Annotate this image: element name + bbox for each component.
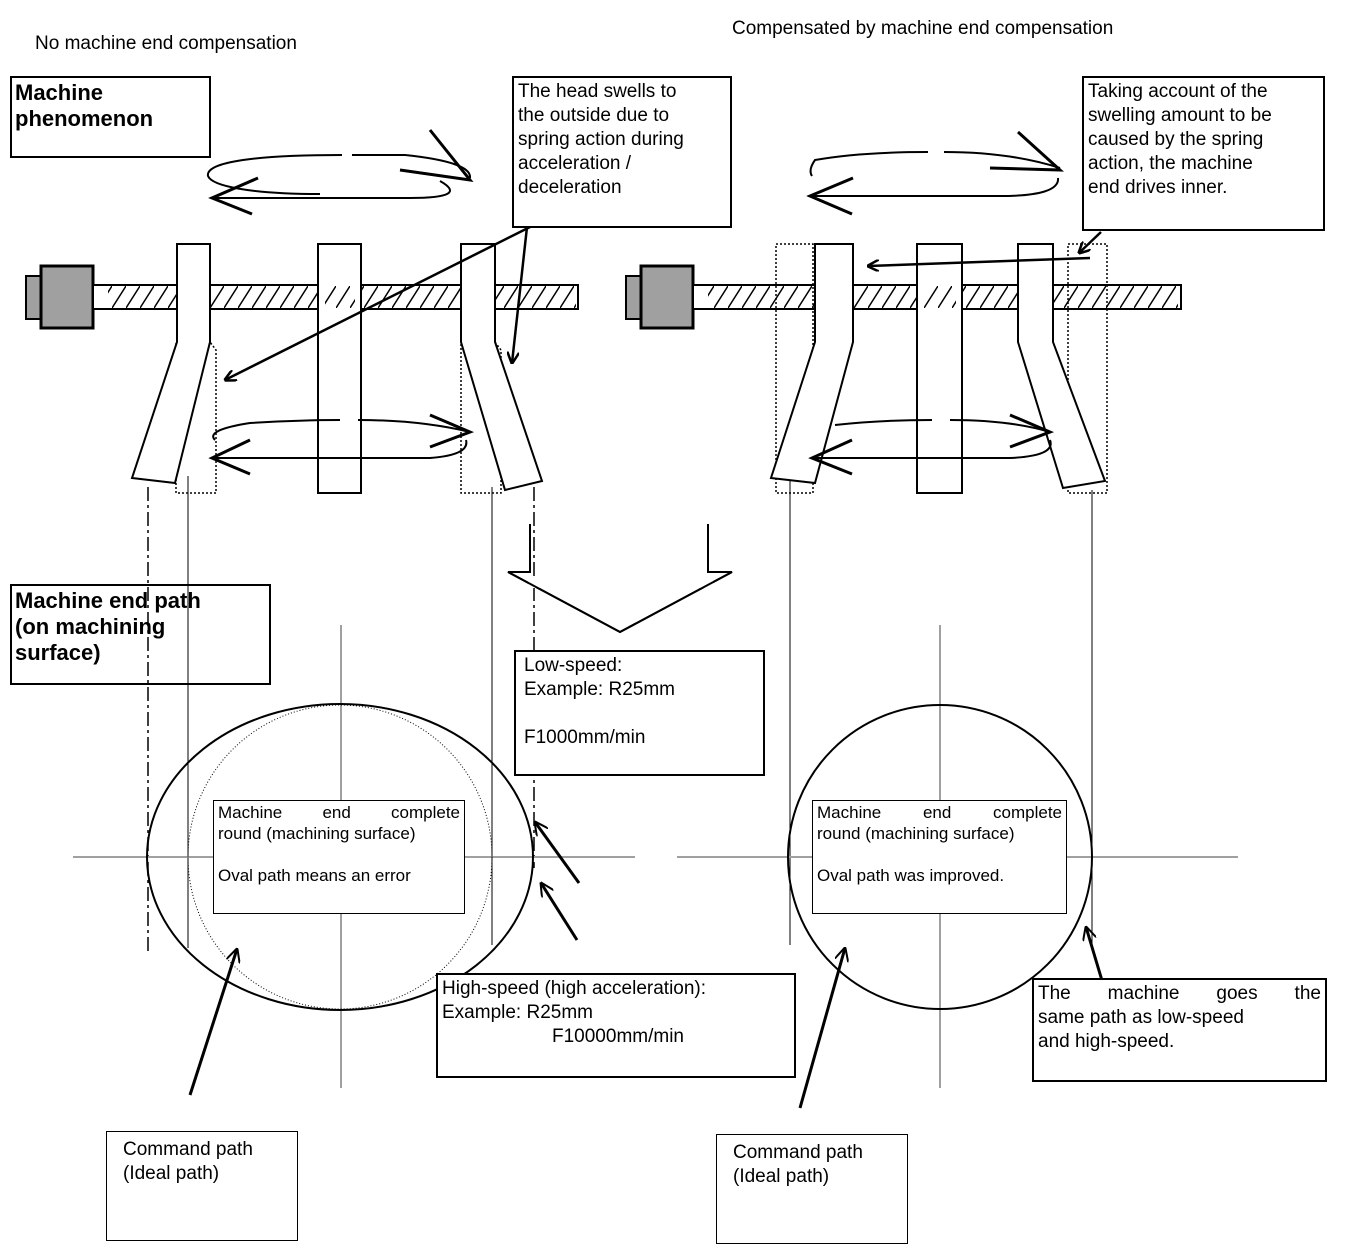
callout-line: F1000mm/min (524, 727, 646, 748)
head-icon (769, 243, 854, 485)
callout-line: round (machining surface) (817, 824, 1015, 843)
callout-line: caused by the spring (1088, 129, 1264, 150)
rotation-arrow-top (207, 154, 343, 195)
head-icon (130, 243, 211, 485)
label-line: surface) (15, 640, 101, 665)
word: end (322, 803, 351, 822)
head-icon (317, 243, 362, 494)
word: complete (993, 803, 1062, 822)
left-assembly (25, 129, 579, 952)
callout-line: round (machining surface) (218, 824, 416, 843)
callout-line: Command path (123, 1139, 253, 1160)
callout-line: The machine goes the (1038, 982, 1321, 1006)
left-round-callout: Machine end complete round (machining surf… (213, 800, 465, 914)
callout-line: High-speed (high acceleration): (442, 978, 707, 999)
motor-icon (639, 264, 695, 330)
callout-line (524, 702, 755, 726)
callout-line: spring action during (518, 129, 684, 150)
callout-line: end drives inner. (1088, 177, 1228, 198)
motor-icon (39, 264, 95, 330)
callout-line: Example: R25mm (442, 1002, 593, 1023)
callout-line: The head swells to (518, 81, 677, 102)
circle-path-icon (787, 704, 1093, 1010)
callout-line: acceleration / (518, 153, 632, 174)
down-arrow-icon (507, 524, 733, 634)
callout-line: same path as low-speed (1038, 1007, 1244, 1028)
right-assembly (625, 130, 1182, 945)
low-speed-callout: Low-speed: Example: R25mm F1000mm/min (514, 650, 765, 776)
command-path-right: Command path (Ideal path) (716, 1134, 908, 1244)
callout-line: swelling amount to be (1088, 105, 1272, 126)
label-line: Machine (15, 80, 104, 105)
callout-line (817, 844, 1062, 865)
left-heading: No machine end compensation (35, 33, 297, 54)
callout-line (218, 844, 460, 865)
callout-line: Oval path means an error (218, 866, 411, 885)
path-label: Machine end path (on machining surface) (10, 584, 271, 685)
callout-line: Command path (733, 1142, 863, 1163)
head-icon (460, 243, 544, 492)
word: machine (1107, 983, 1180, 1004)
callout-line: Oval path was improved. (817, 866, 1005, 885)
high-speed-callout: High-speed (high acceleration): Example:… (436, 973, 796, 1078)
callout-line: Machine end complete (218, 802, 460, 823)
circle-path-icon (187, 704, 493, 1010)
callout-line: the outside due to (518, 105, 670, 126)
callout-line: deceleration (518, 177, 622, 198)
head-icon (1017, 243, 1107, 490)
label-line: Machine end path (15, 588, 201, 613)
callout-line: action, the machine (1088, 153, 1253, 174)
word: The (1038, 983, 1071, 1004)
head-icon (916, 243, 963, 494)
label-line: (on machining (15, 614, 166, 639)
callout-line: Example: R25mm (524, 679, 675, 700)
phenomenon-label: Machine phenomenon (10, 76, 211, 158)
word: Machine (218, 803, 283, 822)
word: complete (391, 803, 460, 822)
word: the (1294, 983, 1321, 1004)
word: goes (1216, 983, 1258, 1004)
word: Machine (817, 803, 882, 822)
account-callout: Taking account of the swelling amount to… (1082, 76, 1325, 231)
callout-line: Machine end complete (817, 802, 1062, 823)
callout-line: Low-speed: (524, 655, 623, 676)
command-path-left: Command path (Ideal path) (106, 1131, 298, 1241)
word: end (922, 803, 952, 822)
callout-line: Taking account of the (1088, 81, 1268, 102)
callout-line: and high-speed. (1038, 1031, 1175, 1052)
callout-line: (Ideal path) (733, 1166, 830, 1187)
circle-path-icon (146, 703, 534, 1011)
swell-callout: The head swells to the outside due to sp… (512, 76, 732, 228)
same-path-callout: The machine goes the same path as low-speed… (1032, 978, 1327, 1082)
right-heading: Compensated by machine end compensation (732, 18, 1114, 39)
callout-line: F10000mm/min (552, 1026, 684, 1047)
label-line: phenomenon (15, 106, 154, 131)
right-round-callout: Machine end complete round (machining surf… (812, 800, 1067, 914)
callout-line: (Ideal path) (123, 1163, 220, 1184)
